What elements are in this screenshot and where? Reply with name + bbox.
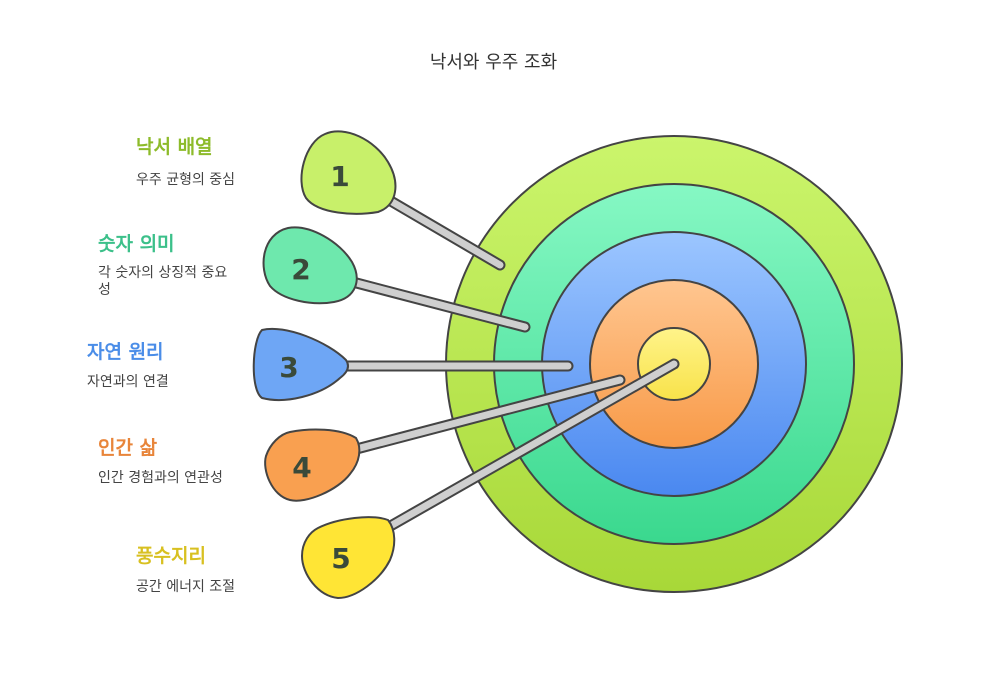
item-4-title: 인간 삶: [98, 437, 158, 459]
dart-3-head: [252, 327, 349, 401]
dart-4: 4: [264, 374, 626, 502]
dart-3: 3: [252, 327, 574, 401]
diagram-title: 낙서와 우주 조화: [429, 52, 558, 73]
dart-2-head: [262, 226, 358, 305]
item-5-description: 공간 에너지 조절: [136, 579, 236, 595]
dart-4-number: 4: [292, 451, 311, 484]
dart-1-number: 1: [330, 160, 349, 193]
item-3-description: 자연과의 연결: [87, 374, 169, 390]
item-2-title: 숫자 의미: [98, 233, 175, 255]
item-5-title: 풍수지리: [136, 545, 206, 567]
dart-3-number: 3: [279, 351, 298, 384]
dart-1: 1: [300, 130, 506, 271]
item-2-description: 각 숫자의 상징적 중요성: [98, 265, 228, 298]
dart-1-head: [300, 130, 397, 215]
dart-4-head: [264, 428, 361, 502]
dart-2: 2: [262, 226, 531, 333]
dart-2-number: 2: [291, 253, 310, 286]
item-3-title: 자연 원리: [87, 341, 164, 363]
item-4-description: 인간 경험과의 연관성: [98, 470, 223, 486]
dart-5-number: 5: [331, 542, 350, 575]
item-1-title: 낙서 배열: [136, 136, 213, 158]
dart-5-head: [300, 516, 396, 600]
item-1-description: 우주 균형의 중심: [136, 172, 236, 188]
dart-5: 5: [300, 358, 680, 600]
